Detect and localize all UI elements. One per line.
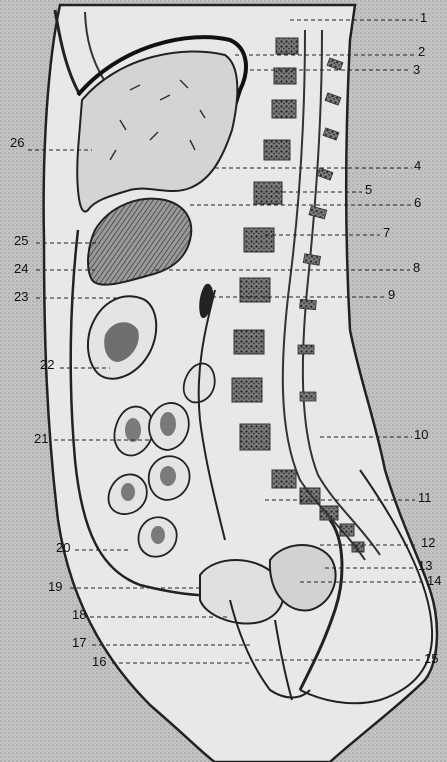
label-17: 17 [72,636,86,650]
label-2: 2 [418,45,425,59]
vertebra [240,278,270,302]
vertebra [272,100,296,118]
label-12: 12 [421,536,435,550]
label-20: 20 [56,541,70,555]
label-6: 6 [414,196,421,210]
label-7: 7 [383,226,390,240]
label-8: 8 [413,261,420,275]
label-13: 13 [418,559,432,573]
label-15: 15 [424,652,438,666]
label-21: 21 [34,432,48,446]
vertebra [272,470,296,488]
label-25: 25 [14,234,28,248]
label-24: 24 [14,262,28,276]
vertebra [264,140,290,160]
label-16: 16 [92,655,106,669]
label-3: 3 [413,63,420,77]
label-26: 26 [10,136,24,150]
vertebra [240,424,270,450]
label-5: 5 [365,183,372,197]
label-22: 22 [40,358,54,372]
vertebra [254,182,282,204]
label-19: 19 [48,580,62,594]
label-9: 9 [388,288,395,302]
label-10: 10 [414,428,428,442]
vertebra [244,228,274,252]
label-11: 11 [418,491,432,505]
vertebra [276,38,298,54]
label-1: 1 [420,11,427,25]
label-23: 23 [14,290,28,304]
label-4: 4 [414,159,421,173]
label-18: 18 [72,608,86,622]
vertebra [232,378,262,402]
label-14: 14 [427,574,441,588]
vertebra [234,330,264,354]
